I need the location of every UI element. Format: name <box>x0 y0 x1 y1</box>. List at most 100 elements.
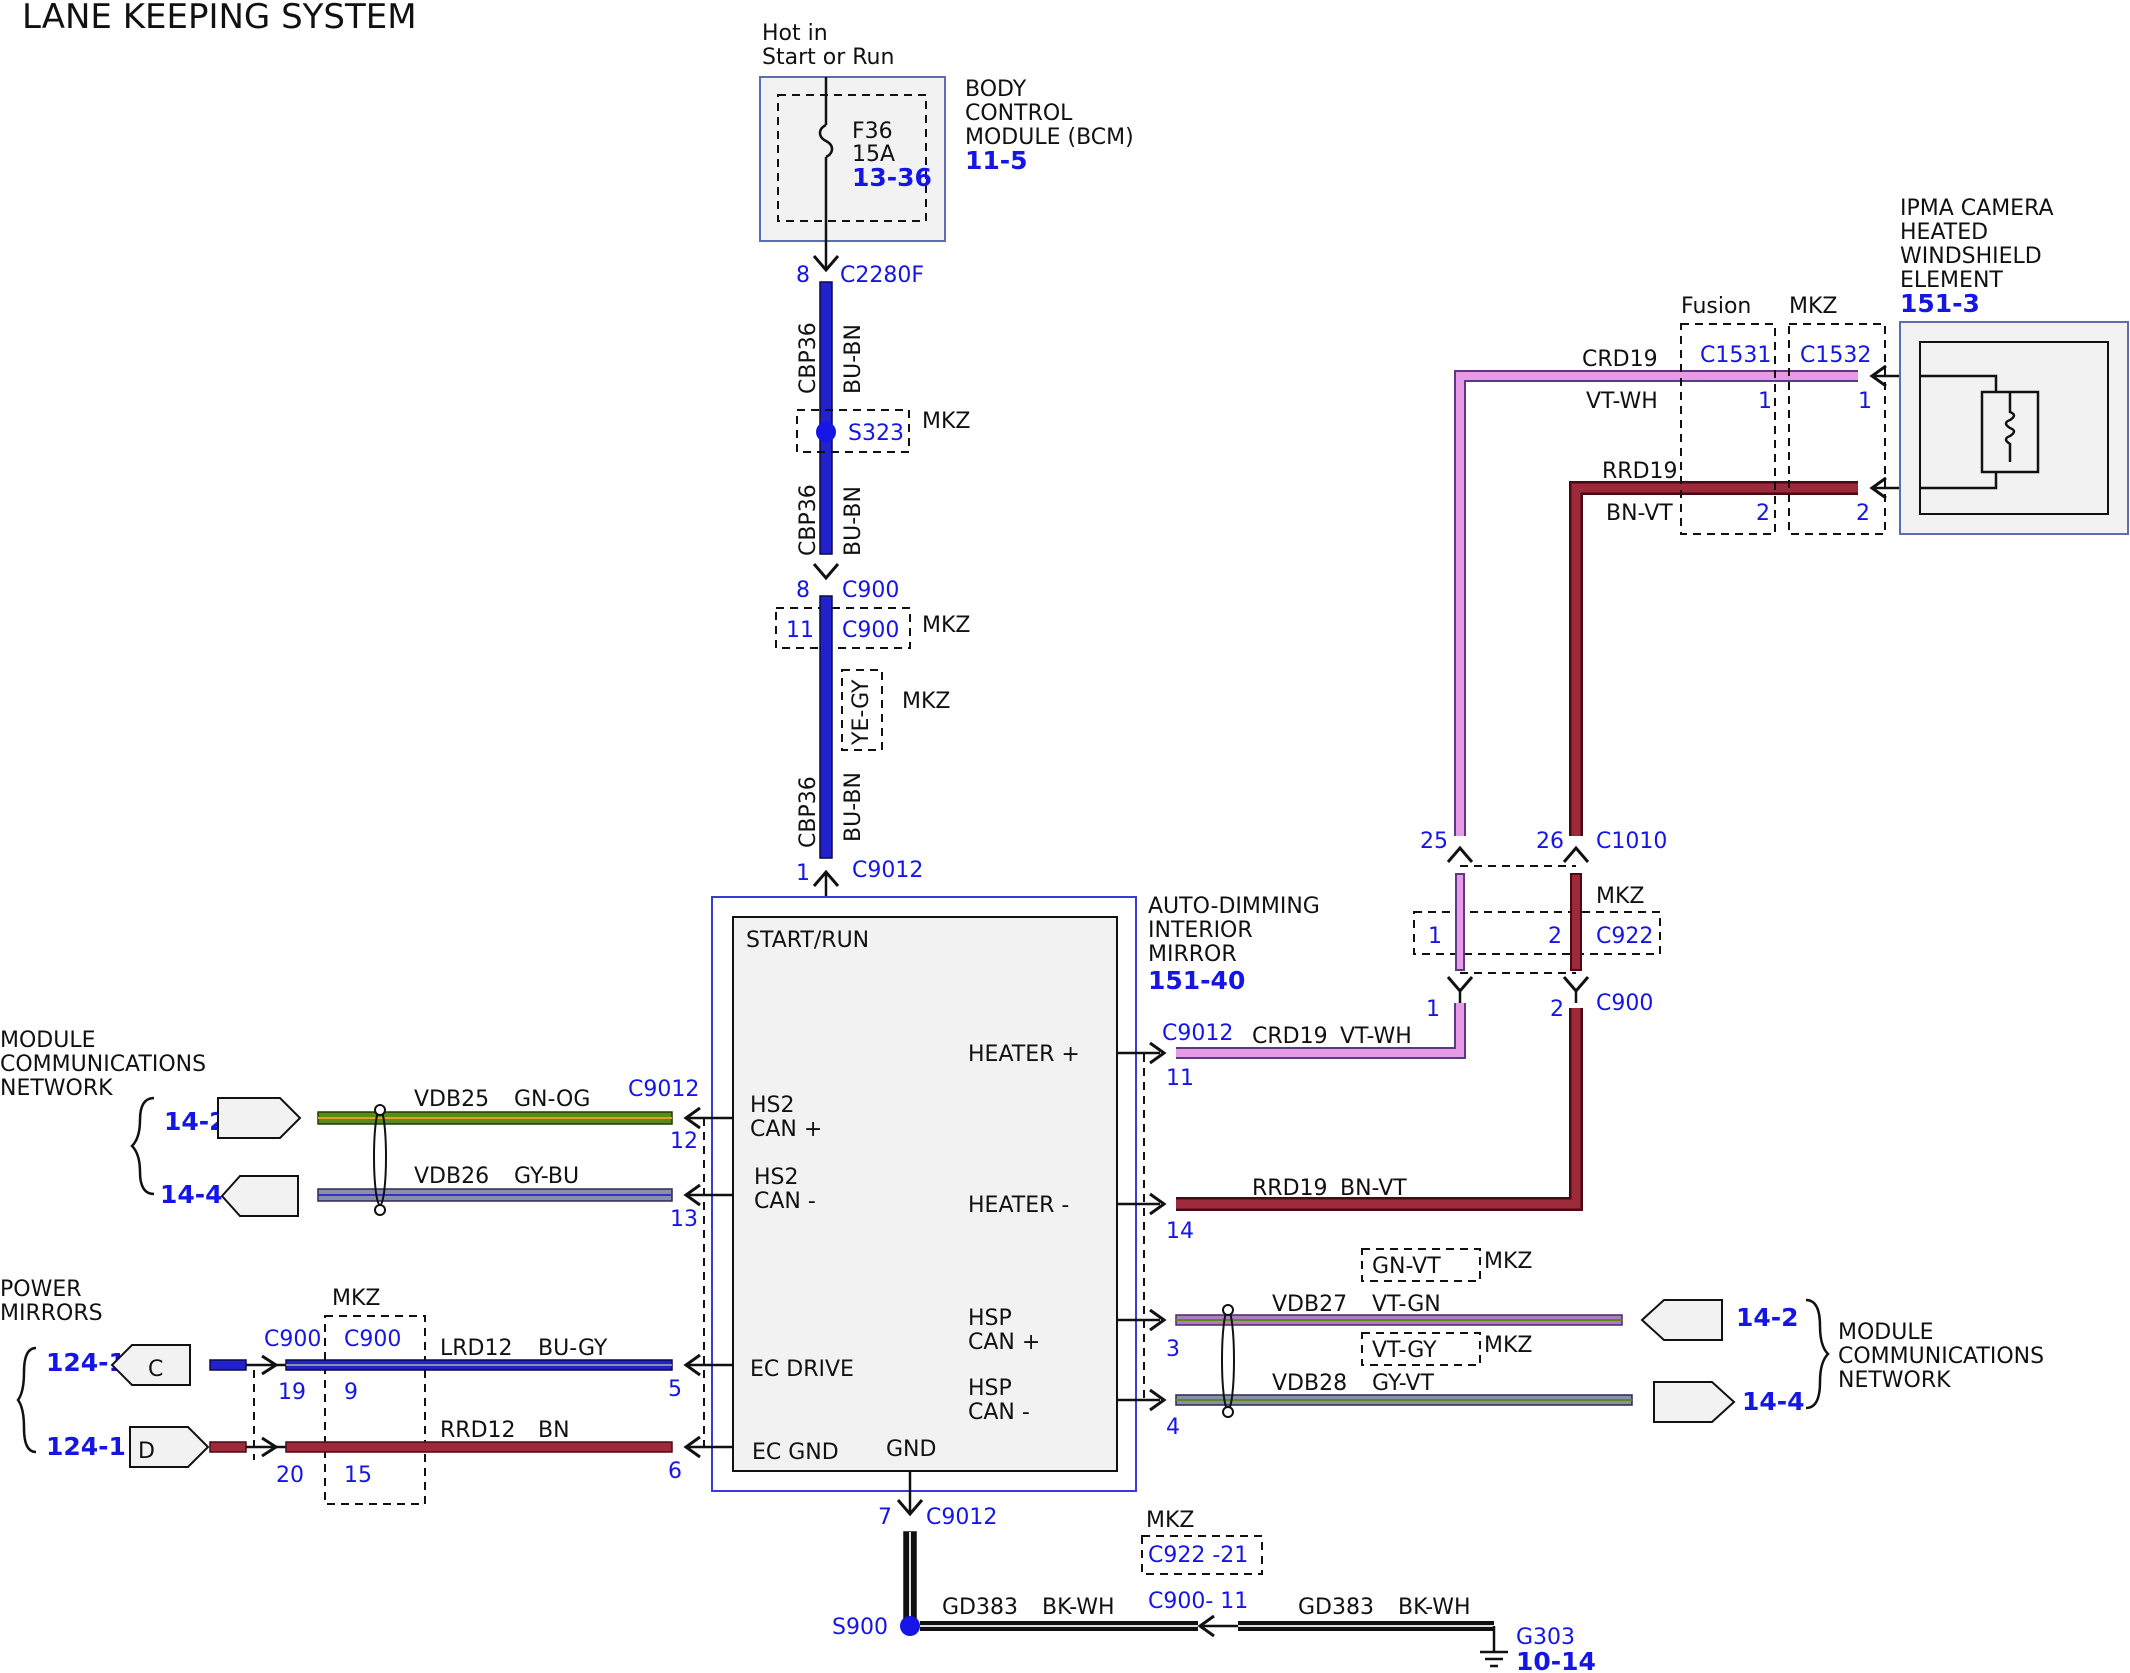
c2280f-pin: 8 <box>796 263 810 288</box>
ye-gy-mkz-box <box>841 669 883 751</box>
offpage-connector-14-2-right[interactable] <box>1640 1299 1723 1341</box>
connector-arrow-icon <box>896 1499 924 1517</box>
mirror-name-1: AUTO-DIMMING <box>1148 894 1320 919</box>
wire-bn-vt-lower <box>1176 1008 1581 1209</box>
wire-vdb25: VDB25 <box>414 1087 489 1112</box>
c900-left-a[interactable]: C900 <box>264 1327 321 1352</box>
gnd-label: GND <box>886 1437 936 1462</box>
vt-gy-mkz-box <box>1361 1332 1481 1366</box>
connector-arrow-icon <box>1149 1041 1167 1065</box>
brace-right-mcn <box>1805 1298 1830 1410</box>
pin-15: 15 <box>344 1463 372 1488</box>
wire-bu-bn-upper <box>819 281 833 555</box>
c900-r-pin-a: 1 <box>1426 997 1440 1022</box>
heater-p-label: HEATER + <box>968 1042 1080 1067</box>
connector-arrow-icon <box>1149 1388 1167 1412</box>
c9012-right-label[interactable]: C9012 <box>1162 1021 1233 1046</box>
fuse-icon <box>818 123 834 159</box>
mcn-left-2: COMMUNICATIONS <box>0 1052 206 1077</box>
c9012-left-label[interactable]: C9012 <box>628 1077 699 1102</box>
hot-label-2: Start or Run <box>762 45 894 70</box>
wire-cbp36-3: CBP36 <box>796 776 821 848</box>
mkz-label-ground: MKZ <box>1146 1508 1194 1533</box>
fusion-label: Fusion <box>1681 294 1751 319</box>
s900-label[interactable]: S900 <box>832 1615 888 1640</box>
splice-s323[interactable] <box>816 422 836 442</box>
splice-s900[interactable] <box>900 1616 920 1636</box>
brace-left-mirrors <box>16 1346 37 1454</box>
wire-gn-og-label: GN-OG <box>514 1087 590 1112</box>
mkz-label-vt-gy: MKZ <box>1484 1333 1532 1358</box>
c900-a-label[interactable]: C900 <box>842 578 899 603</box>
brace-left-mcn <box>130 1096 155 1196</box>
ref-14-2-right[interactable]: 14-2 <box>1736 1303 1799 1332</box>
wire-bu-bn-lower <box>819 595 833 859</box>
bcm-box <box>759 76 946 242</box>
page-title: LANE KEEPING SYSTEM <box>22 0 417 37</box>
pin-3: 3 <box>1166 1337 1180 1362</box>
c1010-pin-a: 25 <box>1420 829 1448 854</box>
ref-14-2-left[interactable]: 14-2 <box>164 1107 227 1136</box>
wire-gd383-b: GD383 <box>1298 1595 1374 1620</box>
c9012-bottom-label[interactable]: C9012 <box>926 1505 997 1530</box>
offpage-connector-c[interactable] <box>110 1344 191 1386</box>
s323-label[interactable]: S323 <box>848 421 904 446</box>
s323-mkz-box <box>796 409 910 453</box>
bcm-ref-link[interactable]: 11-5 <box>965 146 1028 175</box>
wire-ye-gy: YE-GY <box>849 679 874 746</box>
c1532-label[interactable]: C1532 <box>1800 343 1871 368</box>
c1010-label[interactable]: C1010 <box>1596 829 1667 854</box>
offpage-connector-14-4-left[interactable] <box>220 1175 299 1217</box>
hspp-label-1: HSP <box>968 1306 1012 1331</box>
ipma-ref-link[interactable]: 151-3 <box>1900 289 1980 318</box>
ref-14-4-left[interactable]: 14-4 <box>160 1180 223 1209</box>
ipma-name-4: ELEMENT <box>1900 268 2003 293</box>
offpage-connector-14-4-right[interactable] <box>1653 1381 1736 1423</box>
wire-bn-vt-upper-label: BN-VT <box>1606 501 1673 526</box>
g303-ref-link[interactable]: 10-14 <box>1516 1647 1596 1673</box>
c2280f-label[interactable]: C2280F <box>840 263 924 288</box>
wire-rrd19-lower: RRD19 <box>1252 1176 1328 1201</box>
fuse-ref-link[interactable]: 13-36 <box>852 163 932 192</box>
wire-vt-wh-upper <box>1456 372 1858 836</box>
wire-bn-vt-upper <box>1571 483 1858 836</box>
mirror-ref-link[interactable]: 151-40 <box>1148 966 1245 995</box>
bcm-name-1: BODY <box>965 77 1027 102</box>
g303-label[interactable]: G303 <box>1516 1625 1575 1650</box>
c900-11-label[interactable]: C900- 11 <box>1148 1589 1248 1614</box>
c922-21-label[interactable]: C922 -21 <box>1148 1543 1248 1568</box>
wire-gd383-a: GD383 <box>942 1595 1018 1620</box>
c900-b-label[interactable]: C900 <box>842 618 899 643</box>
connector-arrow-icon <box>1149 1308 1167 1332</box>
wire-cbp36-1: CBP36 <box>796 322 821 394</box>
wire-bn-vt-lower-label: BN-VT <box>1340 1176 1407 1201</box>
ec-gnd-label: EC GND <box>752 1440 839 1465</box>
offpage-connector-d[interactable] <box>129 1426 210 1468</box>
c1531-label[interactable]: C1531 <box>1700 343 1771 368</box>
hspm-label-2: CAN - <box>968 1400 1030 1425</box>
pin-6: 6 <box>668 1459 682 1484</box>
power-mirrors-2: MIRRORS <box>0 1301 103 1326</box>
wire-bu-bn-3: BU-BN <box>841 772 866 842</box>
wire-rrd19-upper: RRD19 <box>1602 459 1678 484</box>
c900-left-b[interactable]: C900 <box>344 1327 401 1352</box>
fusion-c1531-box <box>1680 323 1776 535</box>
ref-124-1-b[interactable]: 124-1 <box>46 1432 126 1461</box>
mcn-right-2: COMMUNICATIONS <box>1838 1344 2044 1369</box>
c922-21-mkz-box <box>1141 1535 1263 1575</box>
wire-vt-wh-lower <box>1176 1003 1464 1057</box>
mcn-right-3: NETWORK <box>1838 1368 1951 1393</box>
c922-label[interactable]: C922 <box>1596 924 1653 949</box>
c900-r-label[interactable]: C900 <box>1596 991 1653 1016</box>
mkz-label-left: MKZ <box>332 1286 380 1311</box>
c922-pin-a: 1 <box>1428 924 1442 949</box>
ref-14-4-right[interactable]: 14-4 <box>1742 1387 1805 1416</box>
pin-4: 4 <box>1166 1415 1180 1440</box>
wire-vt-wh-lower-label: VT-WH <box>1340 1024 1412 1049</box>
wire-gy-vt-label: GY-VT <box>1372 1371 1434 1396</box>
c9012-top-label[interactable]: C9012 <box>852 858 923 883</box>
ref-124-1-a[interactable]: 124-1 <box>46 1348 126 1377</box>
offpage-connector-14-2-left[interactable] <box>217 1097 302 1139</box>
offpage-d-label: D <box>138 1439 155 1464</box>
